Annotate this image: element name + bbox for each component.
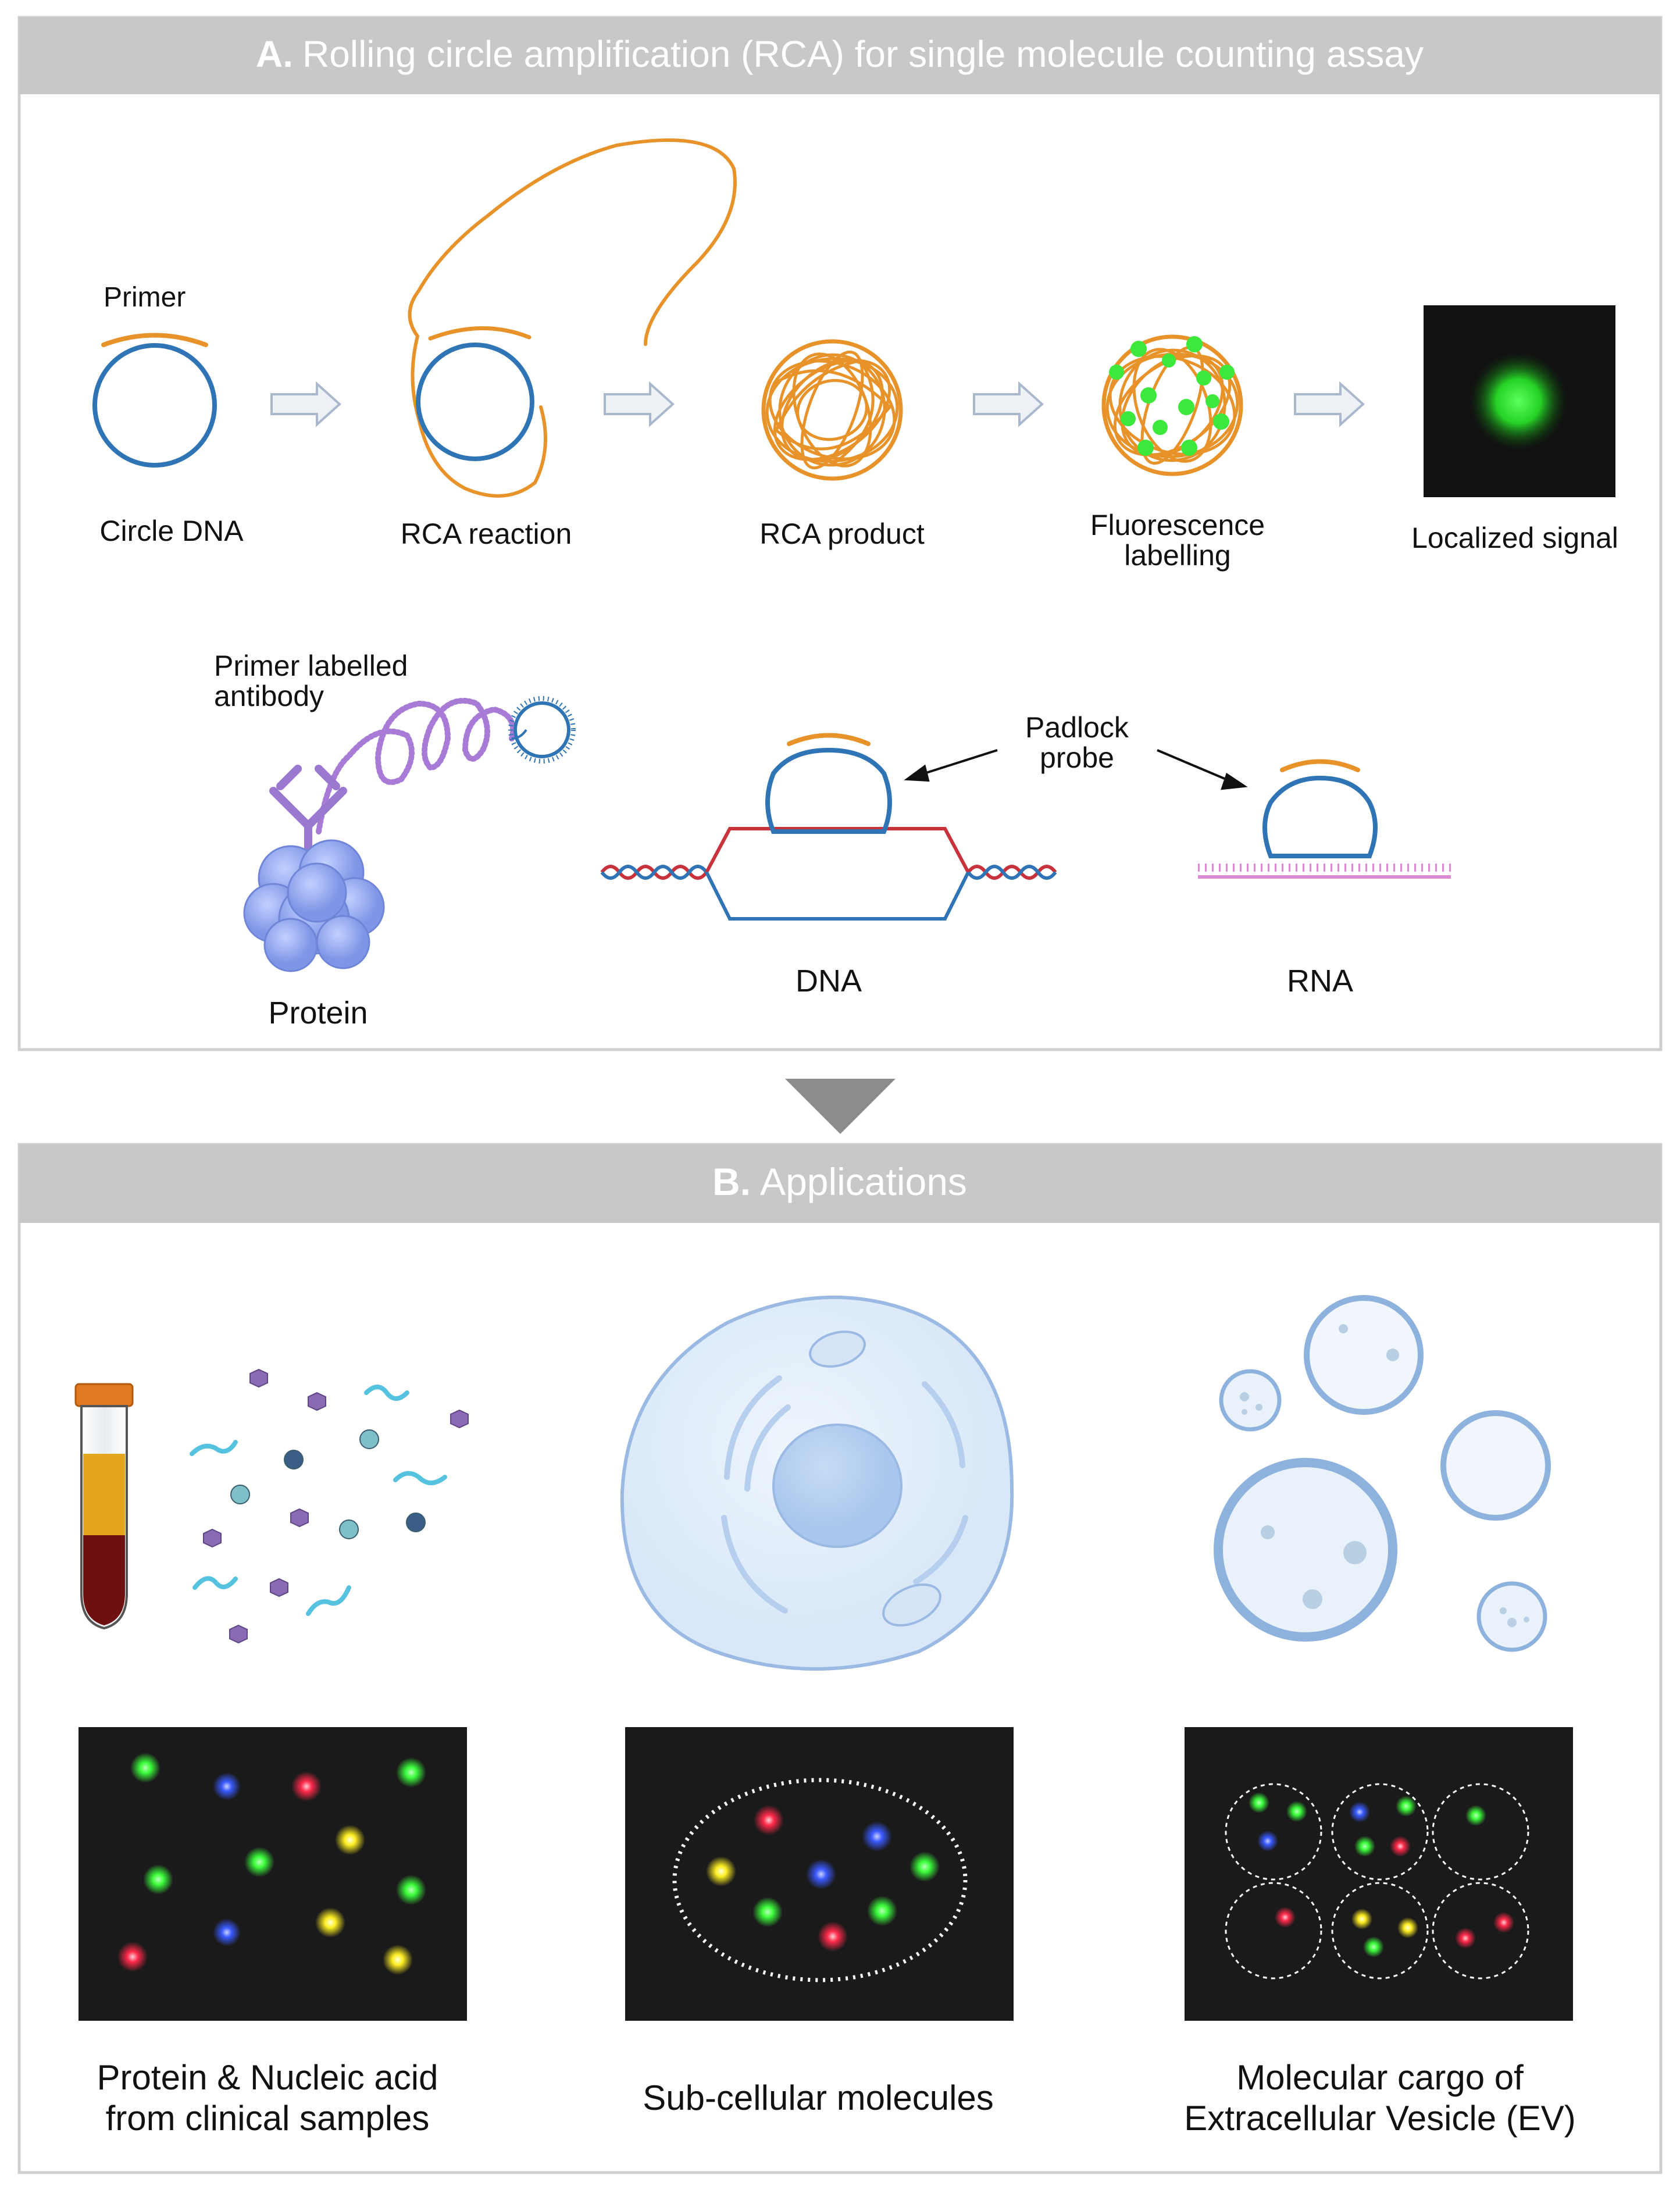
dna-right-helix-red bbox=[966, 865, 1057, 880]
rca-product-icon bbox=[761, 339, 903, 481]
clinical-caption-line2: from clinical samples bbox=[106, 2099, 430, 2138]
rca-strand bbox=[408, 138, 737, 498]
panel-a-letter: A. bbox=[256, 33, 293, 75]
primer-arc bbox=[101, 333, 208, 347]
fluorescence-label-line2: labelling bbox=[1124, 539, 1230, 572]
mitochondrion-top bbox=[809, 1331, 866, 1368]
signal-spot bbox=[1469, 352, 1568, 451]
dna-right-helix-blue bbox=[966, 865, 1057, 880]
primer-label: Primer bbox=[104, 282, 186, 313]
subcellular-cell-outline bbox=[672, 1778, 968, 1982]
subcellular-spots-panel bbox=[625, 1727, 1014, 2021]
ev-vesicle-large bbox=[1214, 1458, 1397, 1642]
clinical-spots-panel bbox=[79, 1727, 467, 2021]
ev-icon bbox=[1214, 1295, 1551, 1652]
subcellular-caption: Sub-cellular molecules bbox=[643, 2078, 994, 2117]
fluorescence-labelling-icon bbox=[1101, 334, 1243, 476]
circle-dna-icon bbox=[92, 333, 217, 468]
mitochondrion-bottom bbox=[882, 1583, 941, 1627]
dna-left-helix-blue bbox=[600, 865, 708, 880]
cell-icon bbox=[620, 1295, 1014, 1671]
panel-b-header: B.Applications bbox=[712, 1160, 967, 1203]
cell-nucleus bbox=[772, 1424, 903, 1548]
antibody-circle-dna bbox=[513, 701, 570, 758]
antibody-label-line1: Primer labelled bbox=[214, 650, 408, 682]
ev-caption-line1: Molecular cargo of bbox=[1236, 2058, 1524, 2097]
dna-padlock-probe bbox=[765, 747, 892, 834]
down-arrow-icon bbox=[785, 1079, 896, 1134]
panel-a-header: A.Rolling circle amplification (RCA) for… bbox=[256, 33, 1424, 75]
panel-a-title: Rolling circle amplification (RCA) for s… bbox=[302, 33, 1424, 75]
flow-arrow-4-icon bbox=[1294, 381, 1365, 427]
circle-dna-label: Circle DNA bbox=[99, 515, 244, 547]
panel-b-header-bar bbox=[19, 1144, 1661, 1223]
flow-arrow-3-icon bbox=[973, 381, 1044, 427]
rca-product-label: RCA product bbox=[759, 518, 925, 550]
ev-spots-panel bbox=[1185, 1727, 1573, 2021]
dna-padlock-primer bbox=[787, 733, 871, 746]
dna-bubble-blue bbox=[705, 871, 970, 921]
dna-target-icon bbox=[600, 733, 1057, 921]
circle-dna-ring bbox=[92, 343, 217, 468]
antibody-label-line2: antibody bbox=[214, 680, 324, 712]
padlock-label-line1: Padlock bbox=[1025, 711, 1129, 744]
primer-labelled-antibody-icon bbox=[269, 696, 576, 859]
antibody-y-shape bbox=[269, 765, 347, 859]
panel-b-title: Applications bbox=[760, 1160, 967, 1203]
dna-label: DNA bbox=[796, 964, 862, 998]
flow-arrow-2-icon bbox=[604, 381, 675, 427]
molecules-icon bbox=[190, 1368, 469, 1644]
rca-circle-ring bbox=[416, 343, 534, 461]
fluorescence-label-line1: Fluorescence bbox=[1090, 509, 1265, 541]
rca-reaction-label: RCA reaction bbox=[401, 518, 572, 550]
padlock-pointer-arrows bbox=[904, 749, 1248, 790]
rna-padlock-primer bbox=[1280, 759, 1360, 772]
padlock-label-line2: probe bbox=[1040, 741, 1114, 774]
sample-tube-icon bbox=[74, 1383, 134, 1630]
localized-signal-panel bbox=[1424, 305, 1615, 497]
rna-target-icon bbox=[1198, 759, 1451, 879]
flow-arrow-1-icon bbox=[270, 381, 341, 427]
protein-icon bbox=[243, 839, 385, 972]
rna-label: RNA bbox=[1287, 964, 1353, 998]
rca-primer-arc bbox=[428, 326, 532, 341]
rca-reaction-icon bbox=[408, 138, 737, 498]
panel-b-letter: B. bbox=[712, 1160, 751, 1203]
dna-bubble-red bbox=[705, 827, 970, 873]
ev-caption-line2: Extracellular Vesicle (EV) bbox=[1184, 2099, 1576, 2138]
panel-a-header-bar bbox=[19, 17, 1661, 94]
protein-label: Protein bbox=[268, 996, 368, 1030]
localized-signal-label: Localized signal bbox=[1411, 522, 1618, 554]
rna-padlock-probe bbox=[1262, 775, 1378, 858]
clinical-caption-line1: Protein & Nucleic acid bbox=[97, 2058, 438, 2097]
